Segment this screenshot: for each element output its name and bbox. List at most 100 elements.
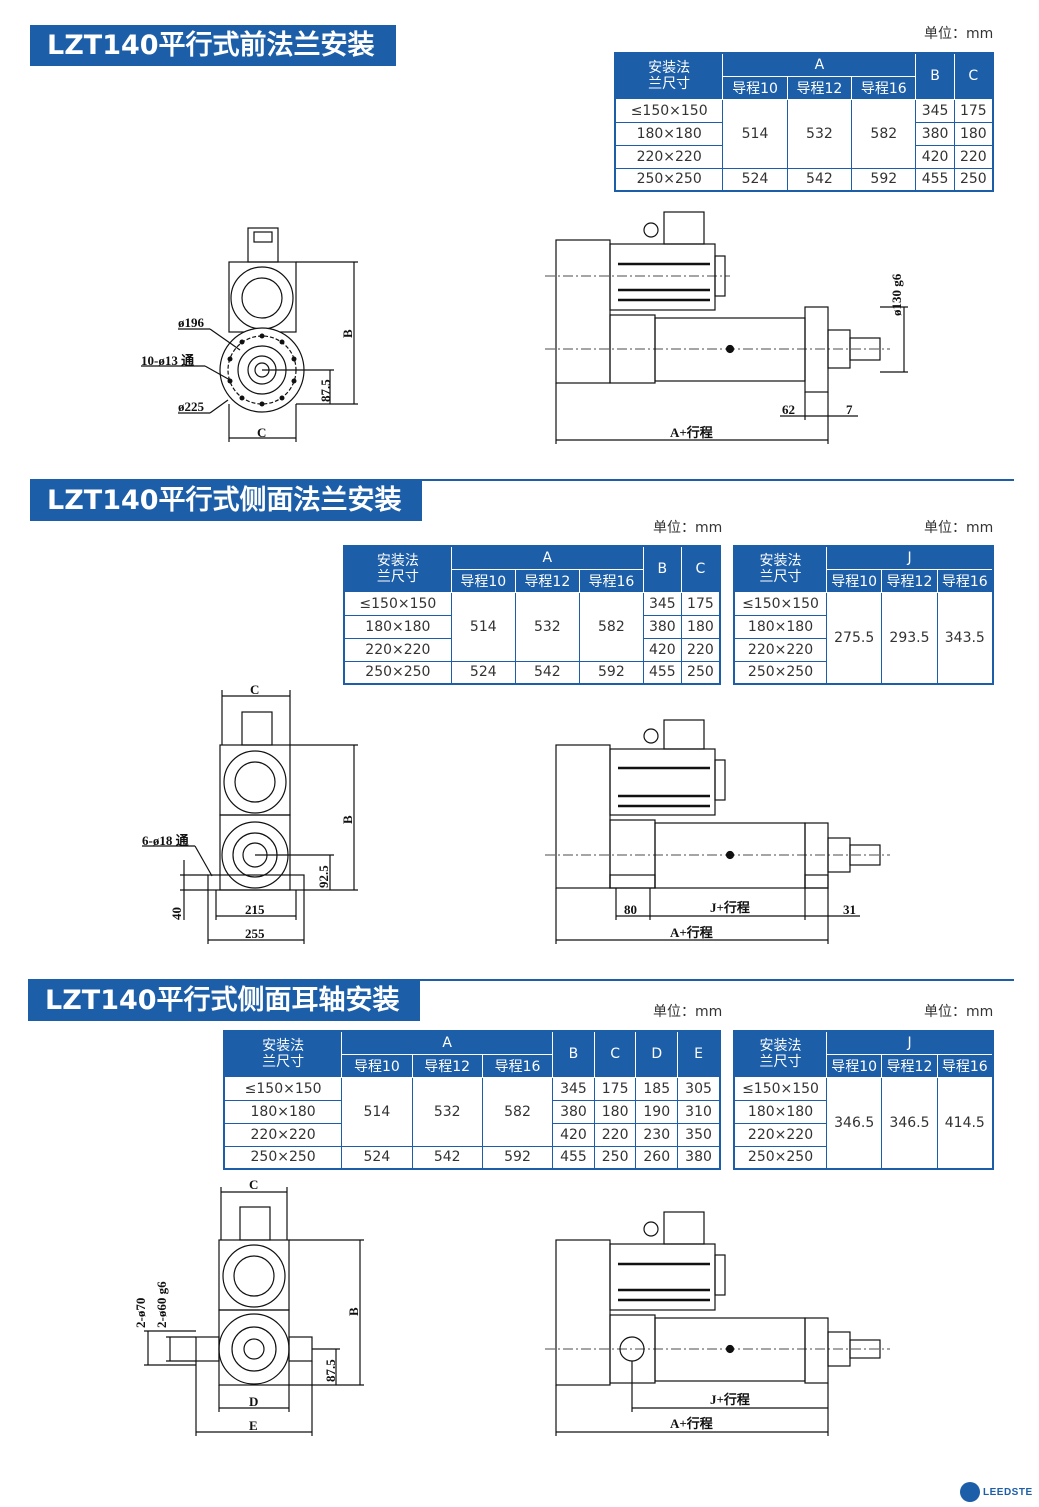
end-view-side-flange: C B 6-ø18 通 40 215 255 92.5 bbox=[142, 682, 358, 944]
header-group-a: A bbox=[450, 545, 644, 570]
cell-j-value: 346.5 bbox=[826, 1076, 883, 1170]
unit-label: 单位：mm bbox=[653, 1004, 723, 1020]
cell-b-value: 345 bbox=[642, 591, 682, 616]
cell-mount-size: 250×250 bbox=[733, 1145, 828, 1170]
header-lead: 导程10 bbox=[722, 75, 788, 100]
cell-b-value: 455 bbox=[915, 167, 955, 192]
dim-87-5: 87.5 bbox=[318, 379, 333, 402]
header-mount-size: 安装法 兰尺寸 bbox=[223, 1030, 343, 1078]
cell-a-value: 524 bbox=[722, 167, 788, 192]
dim-31: 31 bbox=[843, 902, 856, 917]
cell-a-value: 592 bbox=[481, 1145, 554, 1170]
dim-d225: ø225 bbox=[178, 399, 205, 414]
cell-a-value: 524 bbox=[450, 660, 516, 685]
header-lead: 导程10 bbox=[341, 1053, 413, 1078]
cell-mount-size: 220×220 bbox=[343, 637, 452, 662]
cell-mount-size: ≤150×150 bbox=[733, 1076, 828, 1101]
side-view-trunnion: J+行程 A+行程 bbox=[545, 1211, 890, 1436]
cell-e-value: 380 bbox=[677, 1145, 721, 1170]
header-b: B bbox=[915, 52, 955, 100]
dim-7: 7 bbox=[846, 402, 853, 417]
brand-logo: LEEDSTE bbox=[960, 1482, 1033, 1502]
cell-a-value: 542 bbox=[786, 167, 853, 192]
cell-c-value: 180 bbox=[593, 1099, 637, 1124]
dim-c: C bbox=[250, 682, 259, 697]
dim-d130: ø130 g6 bbox=[889, 273, 904, 316]
table-row: 250×250 bbox=[733, 660, 993, 685]
header-lead: 导程16 bbox=[578, 568, 644, 593]
section-title-trunnion: LZT140平行式侧面耳轴安装 bbox=[28, 980, 420, 1021]
cell-mount-size: ≤150×150 bbox=[223, 1076, 343, 1101]
cell-c-value: 250 bbox=[593, 1145, 637, 1170]
logo-text: LEEDSTE bbox=[983, 1486, 1033, 1498]
cell-mount-size: 220×220 bbox=[223, 1122, 343, 1147]
table-row: 220×220 bbox=[733, 1122, 993, 1147]
dim-87-5: 87.5 bbox=[323, 1359, 338, 1382]
cell-mount-size: 180×180 bbox=[733, 614, 828, 639]
header-b: B bbox=[642, 545, 682, 593]
dim-b: B bbox=[340, 815, 355, 824]
cell-mount-size: 180×180 bbox=[733, 1099, 828, 1124]
dim-holes: 6-ø18 通 bbox=[142, 833, 189, 848]
side-view-side-flange: 80 J+行程 31 A+行程 bbox=[545, 719, 890, 944]
header-c: C bbox=[953, 52, 994, 100]
header-b: B bbox=[552, 1030, 595, 1078]
end-view-trunnion: C B 2-ø70 2-ø60 g6 87.5 D E bbox=[133, 1177, 364, 1436]
header-lead: 导程16 bbox=[481, 1053, 554, 1078]
unit-label: 单位：mm bbox=[653, 520, 723, 536]
cell-a-value: 542 bbox=[411, 1145, 483, 1170]
section-divider bbox=[28, 979, 1014, 981]
cell-a-value: 514 bbox=[341, 1076, 413, 1147]
cell-j-value: 293.5 bbox=[881, 591, 938, 685]
cell-e-value: 310 bbox=[677, 1099, 721, 1124]
cell-c-value: 175 bbox=[680, 591, 721, 616]
table-row: 180×180 bbox=[733, 614, 993, 639]
cell-b-value: 420 bbox=[552, 1122, 595, 1147]
cell-j-value: 343.5 bbox=[936, 591, 994, 685]
table-row: 220×220 bbox=[733, 637, 993, 662]
cell-j-value: 414.5 bbox=[936, 1076, 994, 1170]
header-lead: 导程16 bbox=[851, 75, 917, 100]
section-title-side-flange: LZT140平行式侧面法兰安装 bbox=[30, 480, 422, 521]
cell-c-value: 220 bbox=[953, 144, 994, 169]
cell-e-value: 305 bbox=[677, 1076, 721, 1101]
header-lead: 导程10 bbox=[450, 568, 516, 593]
dim-b: B bbox=[346, 1307, 361, 1316]
header-lead: 导程12 bbox=[881, 1053, 938, 1078]
cell-b-value: 455 bbox=[552, 1145, 595, 1170]
header-lead: 导程12 bbox=[411, 1053, 483, 1078]
cell-a-value: 582 bbox=[481, 1076, 554, 1147]
cell-a-value: 524 bbox=[341, 1145, 413, 1170]
cell-mount-size: 250×250 bbox=[614, 167, 724, 192]
section-title-front-flange: LZT140平行式前法兰安装 bbox=[30, 25, 396, 66]
dim-b: B bbox=[340, 329, 355, 338]
cell-b-value: 380 bbox=[552, 1099, 595, 1124]
header-mount-size: 安装法 兰尺寸 bbox=[733, 1030, 828, 1078]
header-group-a: A bbox=[341, 1030, 554, 1055]
dim-215: 215 bbox=[245, 902, 265, 917]
cell-mount-size: 250×250 bbox=[733, 660, 828, 685]
dim-c: C bbox=[257, 425, 266, 440]
header-group-a: A bbox=[722, 52, 917, 77]
unit-label: 单位：mm bbox=[924, 1004, 994, 1020]
dim-a-stroke: A+行程 bbox=[670, 425, 713, 440]
cell-c-value: 250 bbox=[953, 167, 994, 192]
dim-d60: 2-ø60 g6 bbox=[154, 1281, 169, 1328]
dim-j-stroke: J+行程 bbox=[710, 900, 750, 915]
cell-mount-size: 220×220 bbox=[733, 637, 828, 662]
cell-a-value: 592 bbox=[851, 167, 917, 192]
cell-a-value: 514 bbox=[450, 591, 516, 662]
dim-d70: 2-ø70 bbox=[133, 1298, 148, 1328]
unit-label: 单位：mm bbox=[924, 26, 994, 42]
dim-62: 62 bbox=[782, 402, 795, 417]
unit-label: 单位：mm bbox=[924, 520, 994, 536]
